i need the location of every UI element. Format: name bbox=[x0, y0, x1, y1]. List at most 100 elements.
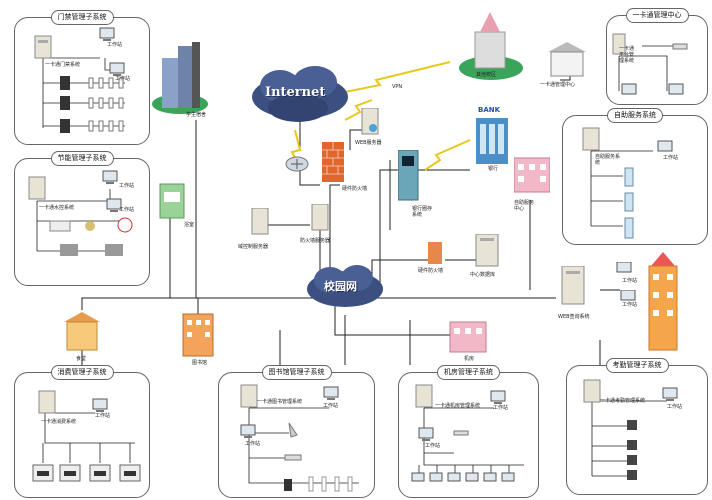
workstation-icon bbox=[616, 262, 632, 273]
campus-network-label: 校园网 bbox=[324, 280, 357, 293]
workstation-label: 工作站 bbox=[95, 413, 111, 419]
workstation-icon bbox=[620, 290, 636, 301]
workstation-label: 工作站 bbox=[425, 443, 441, 449]
pos-terminal-icon bbox=[32, 464, 141, 482]
panel-title: 图书馆管理子系统 bbox=[261, 365, 332, 380]
lab-building-label: 机房 bbox=[464, 356, 475, 362]
attendance-terminal-icon bbox=[627, 420, 637, 480]
server-icon bbox=[251, 208, 269, 235]
workstation-icon bbox=[621, 83, 637, 95]
panel-title: 一卡通管理中心 bbox=[625, 8, 689, 23]
bank-logo-text: BANK bbox=[478, 106, 501, 114]
bath-building-icon bbox=[159, 183, 185, 219]
panel-title: 自助服务系统 bbox=[607, 108, 663, 123]
system-label: 自助服务系统 bbox=[595, 154, 621, 166]
server-icon bbox=[415, 384, 433, 408]
firewall-icon bbox=[322, 142, 344, 182]
workstation-label: 工作站 bbox=[119, 183, 135, 189]
panel-energy: 节能管理子系统 一卡通水控系统 工作站 工作站 bbox=[14, 151, 150, 286]
tower-building-icon bbox=[648, 252, 678, 351]
church-building-icon bbox=[459, 12, 523, 80]
system-label: 一卡通平台管理系统 bbox=[619, 46, 635, 64]
library-building-icon bbox=[182, 313, 214, 357]
system-label: 一卡通水控系统 bbox=[39, 205, 75, 211]
system-label: 一卡通消费系统 bbox=[41, 419, 77, 425]
workstation-label: 工作站 bbox=[663, 155, 679, 161]
internet-cloud-icon bbox=[252, 66, 348, 122]
vpn-label: VPN bbox=[392, 84, 403, 90]
system-label: 一卡通机房管理系统 bbox=[435, 403, 481, 409]
router-icon bbox=[285, 156, 309, 172]
panel-diagram bbox=[612, 33, 688, 95]
server-icon bbox=[361, 108, 379, 135]
panel-title: 机房管理子系统 bbox=[437, 365, 500, 380]
self-center-label: 自助服务中心 bbox=[514, 200, 535, 212]
workstation-icon bbox=[490, 390, 506, 404]
server-icon bbox=[28, 176, 46, 200]
panel-diagram bbox=[28, 170, 133, 256]
hw-firewall-label: 硬件防火墙 bbox=[342, 186, 368, 192]
center-node-label: 一卡通管理中心 bbox=[540, 82, 576, 88]
dorm-label: 学生宿舍 bbox=[186, 112, 207, 118]
canteen-label: 食堂 bbox=[76, 356, 87, 362]
campus-cloud-icon bbox=[307, 265, 383, 307]
canteen-building-icon bbox=[64, 312, 100, 351]
other-campus-label: 其他校区 bbox=[476, 72, 497, 78]
bank-building-icon bbox=[476, 118, 508, 164]
workstation-label: 工作站 bbox=[107, 42, 123, 48]
workstation-icon bbox=[92, 398, 108, 412]
panel-diagram bbox=[411, 384, 524, 482]
workstation-label: 工作站 bbox=[323, 403, 339, 409]
internet-label: Internet bbox=[265, 85, 326, 100]
kiosk-icon bbox=[624, 167, 634, 239]
panel-diagram bbox=[582, 127, 673, 239]
scanner-icon bbox=[288, 422, 298, 438]
workstation-label: 工作站 bbox=[245, 441, 261, 447]
water-controller-icon bbox=[49, 217, 133, 233]
web-query-label: WEB查询系统 bbox=[558, 314, 590, 320]
server-icon bbox=[612, 33, 626, 55]
library-building-label: 图书馆 bbox=[192, 360, 208, 366]
panel-computer-lab: 机房管理子系统 一卡通机房管理系统 工作站 工作站 bbox=[398, 365, 539, 498]
panel-access-control: 门禁管理子系统 一卡通门禁系统 工作站 工作站 bbox=[14, 10, 150, 145]
system-label: 一卡通图书管理系统 bbox=[257, 399, 303, 405]
server-icon bbox=[38, 390, 56, 414]
controller-icon bbox=[60, 76, 70, 133]
workstation-label: 工作站 bbox=[115, 76, 131, 82]
server-icon bbox=[34, 35, 52, 59]
dormitory-building-icon bbox=[152, 42, 208, 114]
panel-card-center: 一卡通管理中心 一卡通平台管理系统 bbox=[606, 8, 708, 105]
atm-icon bbox=[398, 150, 419, 201]
workstation-icon bbox=[109, 62, 125, 76]
workstation-label: 工作站 bbox=[667, 404, 683, 410]
workstation-icon bbox=[102, 170, 118, 184]
lab-building-icon bbox=[449, 321, 487, 353]
panel-title: 门禁管理子系统 bbox=[50, 10, 114, 25]
workstation-icon bbox=[668, 83, 684, 95]
workstation-label: 工作站 bbox=[622, 302, 638, 308]
card-reader-icon bbox=[453, 430, 469, 436]
pc-icon bbox=[411, 472, 515, 482]
workstation-label: 工作站 bbox=[493, 405, 509, 411]
workstation-icon bbox=[418, 427, 434, 441]
workstation-label: 工作站 bbox=[119, 207, 135, 213]
panel-library: 图书馆管理子系统 一卡通图书管理系统 工作站 工作站 bbox=[218, 365, 375, 498]
meter-icon bbox=[60, 244, 123, 256]
server-icon bbox=[583, 379, 601, 403]
panel-diagram bbox=[583, 379, 678, 480]
workstation-icon bbox=[662, 387, 678, 401]
server-icon bbox=[240, 384, 258, 408]
fw-server-label: 防火墙服务器 bbox=[300, 238, 331, 244]
workstation-label: 工作站 bbox=[622, 278, 638, 284]
system-label: 一卡通门禁系统 bbox=[45, 62, 81, 68]
datacenter-label: 中心数据库 bbox=[470, 272, 496, 278]
building-icon bbox=[514, 157, 550, 193]
door-reader-icon bbox=[88, 77, 124, 132]
workstation-icon bbox=[323, 386, 339, 400]
web-server-label: WEB服务器 bbox=[355, 140, 382, 146]
firewall-icon bbox=[428, 242, 442, 264]
bank-label: 银行 bbox=[488, 166, 499, 172]
card-reader-icon bbox=[672, 43, 688, 50]
panel-attendance: 考勤管理子系统 一卡通考勤管理系统 工作站 bbox=[566, 358, 708, 495]
